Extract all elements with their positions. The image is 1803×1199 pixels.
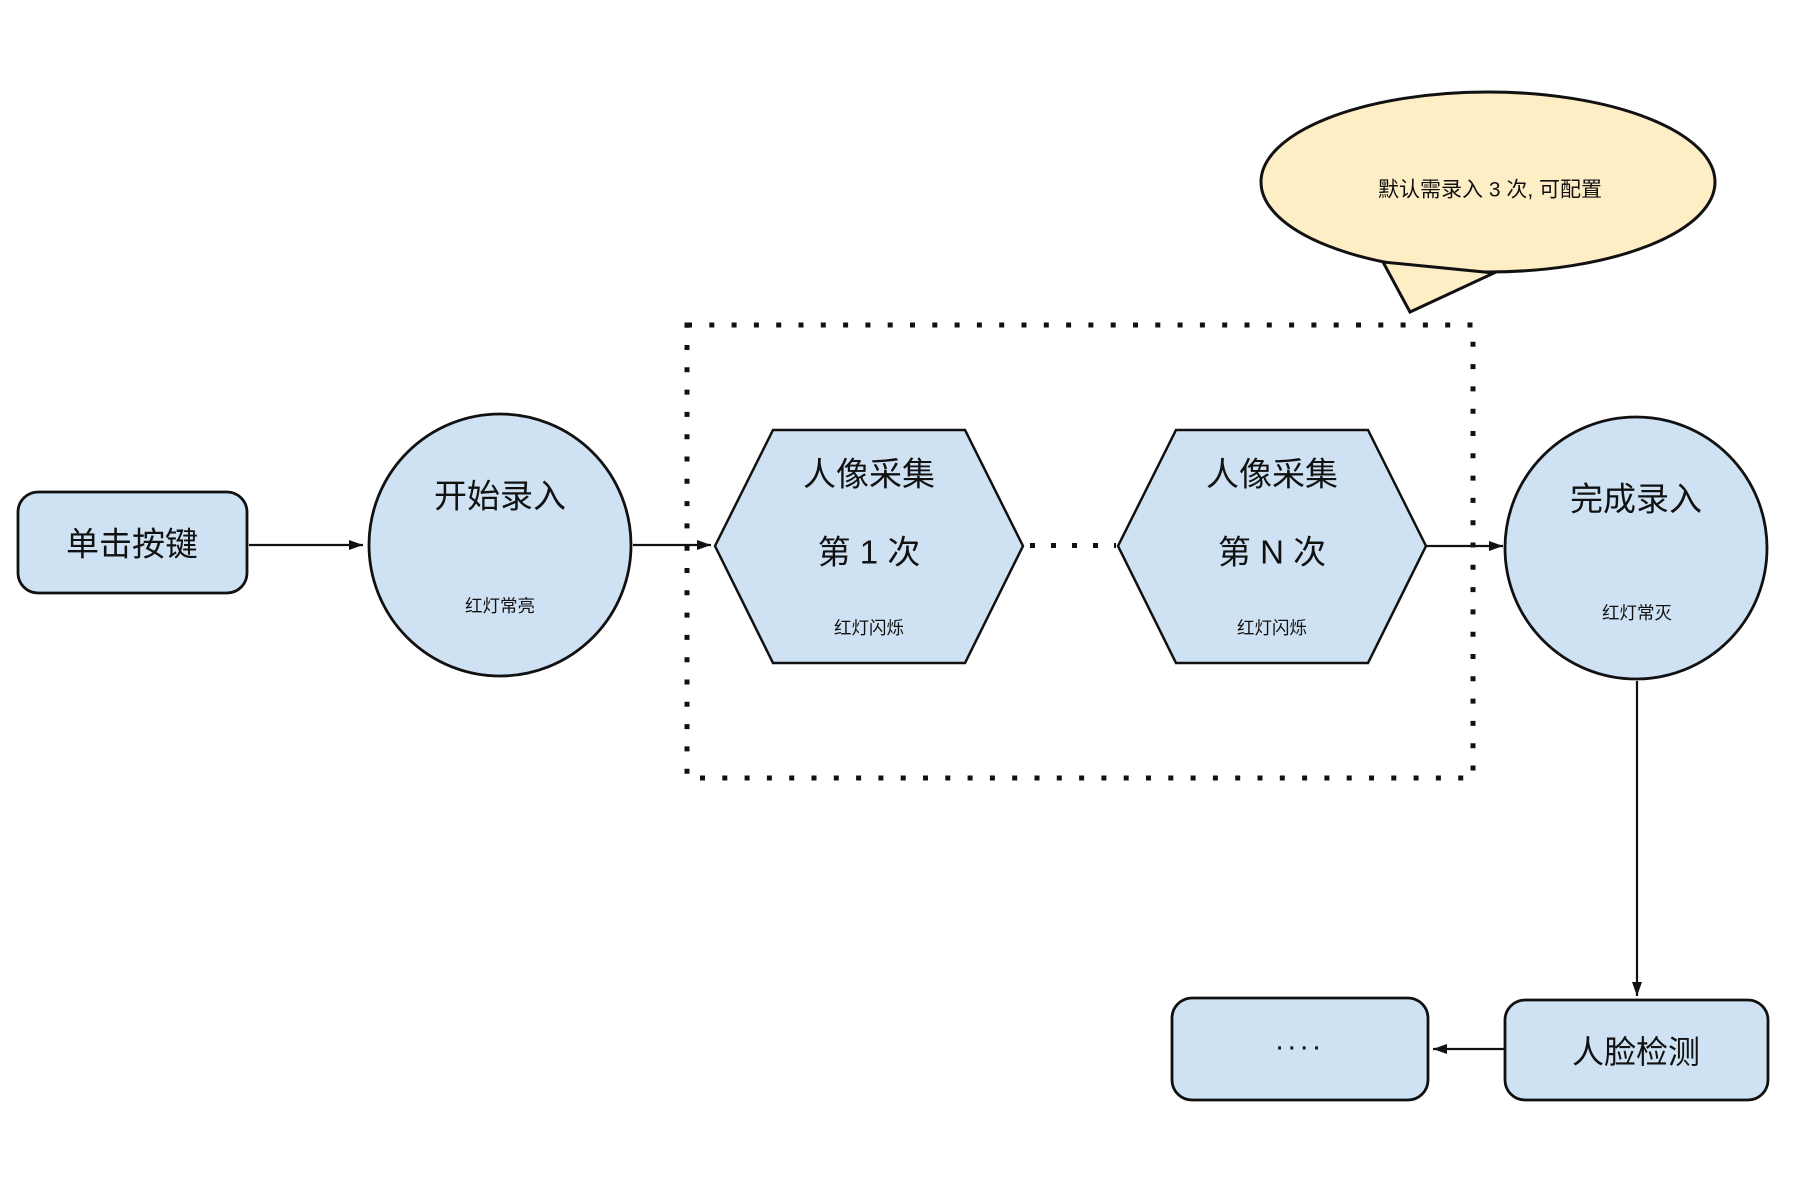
node-capture-nth-sublabel: 红灯闪烁 bbox=[1237, 618, 1307, 638]
node-press-button-label: 单击按键 bbox=[66, 526, 198, 563]
node-face-detect-label: 人脸检测 bbox=[1572, 1034, 1700, 1070]
node-capture-first-sublabel: 红灯闪烁 bbox=[834, 618, 904, 638]
node-finish-record-label: 完成录入 bbox=[1570, 481, 1702, 518]
node-more-steps-label: .... bbox=[1275, 1024, 1324, 1057]
node-capture-nth: 人像采集 第 N 次 红灯闪烁 bbox=[1116, 428, 1428, 665]
node-more-steps-shape bbox=[1170, 996, 1430, 1102]
callout-bubble-text: 默认需录入 3 次, 可配置 bbox=[1378, 179, 1602, 202]
node-more-steps: .... bbox=[1170, 996, 1430, 1102]
callout-bubble: 默认需录入 3 次, 可配置 bbox=[1259, 90, 1717, 314]
node-capture-first-shape bbox=[713, 428, 1025, 665]
node-press-button-shape bbox=[16, 490, 249, 595]
node-capture-first: 人像采集 第 1 次 红灯闪烁 bbox=[713, 428, 1025, 665]
node-capture-nth-line1: 人像采集 bbox=[1206, 456, 1338, 493]
node-capture-first-line1: 人像采集 bbox=[803, 456, 935, 493]
node-capture-first-line2: 第 1 次 bbox=[818, 534, 921, 571]
loop-group-dotted-border bbox=[684, 322, 1476, 781]
node-start-record-shape bbox=[367, 412, 633, 678]
callout-bubble-tail bbox=[1380, 260, 1500, 314]
node-face-detect: 人脸检测 bbox=[1503, 998, 1770, 1102]
node-finish-record: 完成录入 红灯常灭 bbox=[1503, 415, 1769, 681]
node-start-record: 开始录入 红灯常亮 bbox=[367, 412, 633, 678]
node-start-record-label: 开始录入 bbox=[434, 478, 566, 515]
node-press-button: 单击按键 bbox=[16, 490, 249, 595]
node-finish-record-shape bbox=[1503, 415, 1769, 681]
node-finish-record-sublabel: 红灯常灭 bbox=[1602, 603, 1672, 623]
node-capture-nth-line2: 第 N 次 bbox=[1218, 534, 1326, 571]
node-start-record-sublabel: 红灯常亮 bbox=[465, 596, 535, 616]
node-capture-nth-shape bbox=[1116, 428, 1428, 665]
